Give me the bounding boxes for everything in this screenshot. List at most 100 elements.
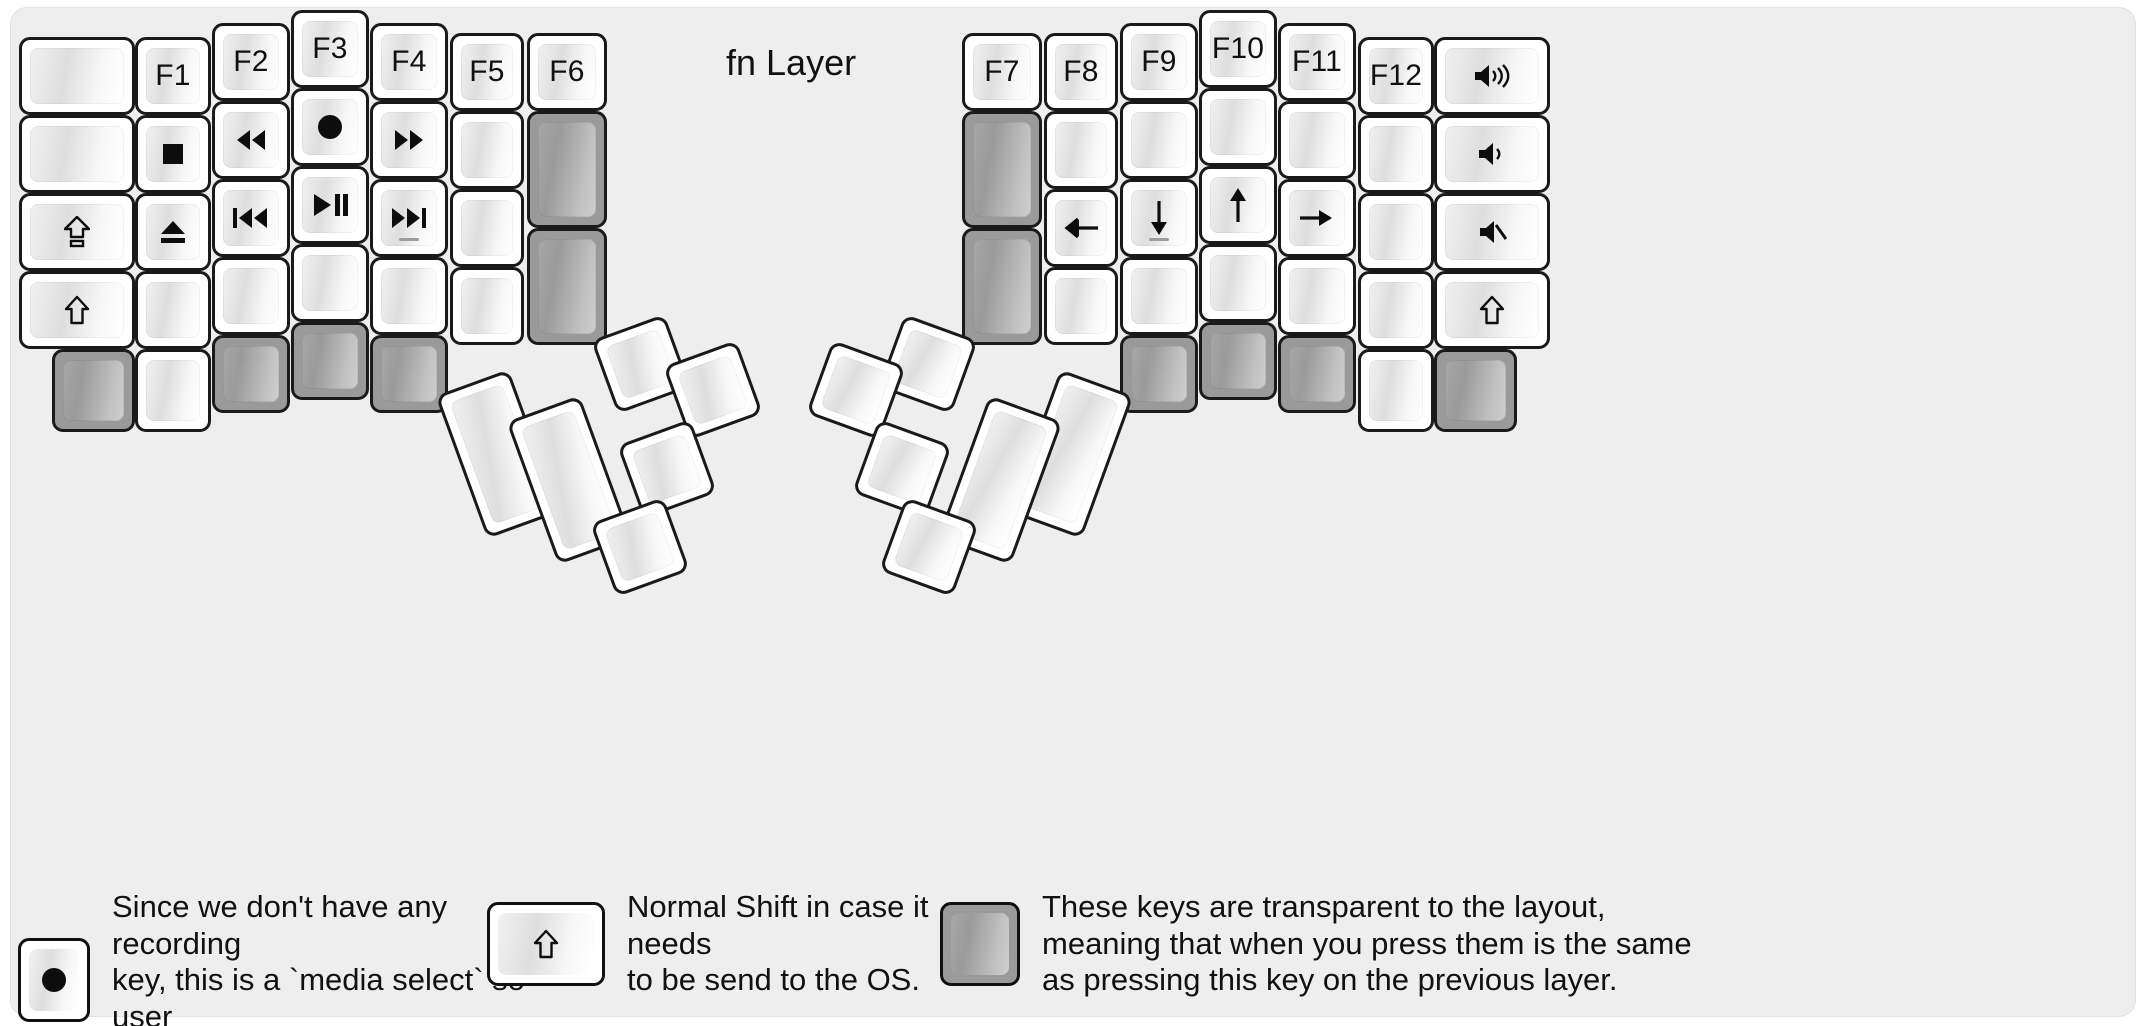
key-left-index-column-0[interactable]: F4 (370, 23, 448, 101)
key-left-middle-column-4[interactable] (291, 322, 369, 400)
key-label: F9 (1141, 45, 1177, 78)
key-right-ring-column-1[interactable] (1278, 101, 1356, 179)
key-left-inner-column-0[interactable]: F6 (527, 33, 607, 111)
key-right-pinky-outer-column-3[interactable] (1434, 271, 1550, 349)
keycap-face: F7 (973, 44, 1031, 100)
key-left-index-inner-column-2[interactable] (450, 189, 524, 267)
key-left-ring-column-3[interactable] (212, 257, 290, 335)
key-right-middle-column-3[interactable] (1199, 244, 1277, 322)
key-right-index-column-1[interactable] (1120, 101, 1198, 179)
key-left-inner-column-1[interactable] (527, 111, 607, 228)
legend-keycap-face (951, 912, 1009, 975)
key-left-index-column-1[interactable] (370, 101, 448, 179)
key-left-pinky-column-0[interactable]: F1 (135, 37, 211, 115)
keycap-face: F11 (1289, 34, 1345, 90)
legend-keycap-face (29, 949, 79, 1012)
keycap-face: F10 (1210, 21, 1266, 77)
keycap-face (30, 126, 124, 182)
key-left-pinky-column-4[interactable] (135, 349, 211, 432)
keycap-face (973, 239, 1031, 334)
key-left-middle-column-0[interactable]: F3 (291, 10, 369, 88)
key-right-index-column-0[interactable]: F9 (1120, 23, 1198, 101)
keycap-face (1210, 99, 1266, 155)
key-left-pinky-column-1[interactable] (135, 115, 211, 193)
key-left-pinky-outer-column-4[interactable] (52, 349, 135, 432)
key-right-inner-column-2[interactable] (962, 228, 1042, 345)
key-right-middle-column-1[interactable] (1199, 88, 1277, 166)
key-right-inner-column-0[interactable]: F7 (962, 33, 1042, 111)
key-left-middle-column-1[interactable] (291, 88, 369, 166)
keycap-face (302, 177, 358, 233)
key-left-index-column-2[interactable] (370, 179, 448, 257)
key-right-pinky-column-1[interactable] (1358, 115, 1434, 193)
keycap-face (1131, 268, 1187, 324)
key-left-middle-column-2[interactable] (291, 166, 369, 244)
key-right-ring-column-3[interactable] (1278, 257, 1356, 335)
key-right-middle-column-2[interactable] (1199, 166, 1277, 244)
key-right-index-inner-column-3[interactable] (1044, 267, 1118, 345)
keycap-face (1210, 177, 1266, 233)
key-right-pinky-outer-column-0[interactable] (1434, 37, 1550, 115)
key-right-index-column-2[interactable] (1120, 179, 1198, 257)
key-left-middle-column-3[interactable] (291, 244, 369, 322)
key-right-index-inner-column-0[interactable]: F8 (1044, 33, 1118, 111)
key-right-inner-column-1[interactable] (962, 111, 1042, 228)
legend-sample-key-0 (18, 938, 90, 1023)
key-right-index-column-3[interactable] (1120, 257, 1198, 335)
keycap-face (1369, 126, 1423, 182)
keycap-face (146, 204, 200, 260)
key-left-pinky-column-2[interactable] (135, 193, 211, 271)
key-right-index-inner-column-2[interactable] (1044, 189, 1118, 267)
key-right-pinky-column-0[interactable]: F12 (1358, 37, 1434, 115)
key-right-pinky-column-4[interactable] (1358, 349, 1434, 432)
keycap-face (1369, 204, 1423, 260)
key-left-pinky-column-3[interactable] (135, 271, 211, 349)
key-left-index-inner-column-1[interactable] (450, 111, 524, 189)
volume-up-icon (1472, 62, 1512, 90)
key-right-pinky-column-3[interactable] (1358, 271, 1434, 349)
key-right-ring-column-2[interactable] (1278, 179, 1356, 257)
key-label: F1 (155, 59, 191, 92)
keycap-face: F9 (1131, 34, 1187, 90)
key-left-index-column-4[interactable] (370, 335, 448, 413)
legend-keycap-face (498, 912, 594, 975)
key-right-middle-column-4[interactable] (1199, 322, 1277, 400)
key-right-pinky-outer-column-4[interactable] (1434, 349, 1517, 432)
key-left-ring-column-1[interactable] (212, 101, 290, 179)
key-right-index-inner-column-1[interactable] (1044, 111, 1118, 189)
keycap-face (146, 126, 200, 182)
media-record-icon (316, 113, 344, 141)
key-submark (1149, 238, 1169, 241)
shift-icon (64, 295, 90, 325)
legend-item-1: Normal Shift in case it needs to be send… (487, 889, 967, 999)
key-left-ring-column-2[interactable] (212, 179, 290, 257)
key-left-pinky-outer-column-3[interactable] (19, 271, 135, 349)
key-right-pinky-outer-column-1[interactable] (1434, 115, 1550, 193)
key-left-index-inner-column-3[interactable] (450, 267, 524, 345)
key-left-index-inner-column-0[interactable]: F5 (450, 33, 524, 111)
key-right-index-column-4[interactable] (1120, 335, 1198, 413)
keycap-face (146, 360, 200, 421)
keycap-face: F1 (146, 48, 200, 104)
key-left-inner-column-2[interactable] (527, 228, 607, 345)
key-left-pinky-outer-column-0[interactable] (19, 37, 135, 115)
key-right-pinky-column-2[interactable] (1358, 193, 1434, 271)
key-right-pinky-outer-column-2[interactable] (1434, 193, 1550, 271)
volume-down-icon (1476, 140, 1508, 168)
key-left-pinky-outer-column-1[interactable] (19, 115, 135, 193)
keycap-face (461, 122, 513, 178)
key-left-ring-column-0[interactable]: F2 (212, 23, 290, 101)
key-left-ring-column-4[interactable] (212, 335, 290, 413)
key-right-ring-column-4[interactable] (1278, 335, 1356, 413)
key-left-index-column-3[interactable] (370, 257, 448, 335)
key-right-ring-column-0[interactable]: F11 (1278, 23, 1356, 101)
key-label: F7 (984, 55, 1020, 88)
keycap-face: F2 (223, 34, 279, 90)
legend-item-2: These keys are transparent to the layout… (940, 889, 1742, 999)
key-left-pinky-outer-column-2[interactable] (19, 193, 135, 271)
keycap-face (1445, 360, 1506, 421)
key-right-middle-column-0[interactable]: F10 (1199, 10, 1277, 88)
keycap-face (223, 346, 279, 402)
keycap-face (1289, 190, 1345, 246)
